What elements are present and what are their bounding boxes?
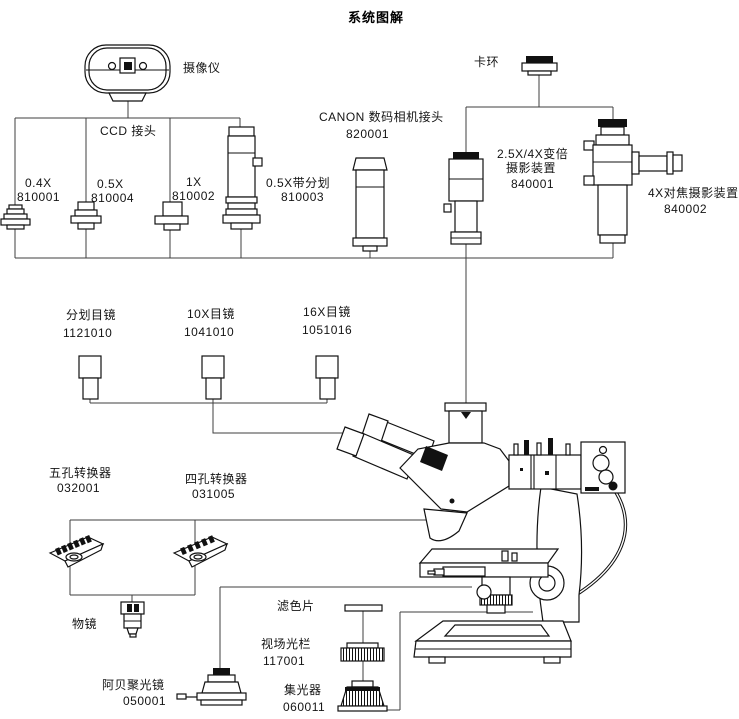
code-field-diaphragm: 117001 [263, 654, 306, 668]
code-adapter-1x: 810002 [172, 189, 216, 203]
nosepiece-4-drawing [172, 535, 229, 568]
code-reticle-eyepiece: 1121010 [63, 326, 113, 340]
label-nosepiece-4: 四孔转换器 [185, 472, 248, 486]
code-adapter-05x-reticle: 810003 [281, 190, 325, 204]
code-zoom-photo-unit: 840001 [511, 177, 555, 191]
field-diaphragm-drawing [340, 642, 385, 662]
label-ccd-mount: CCD 接头 [100, 124, 157, 138]
camera-drawing [84, 44, 171, 102]
code-adapter-04x: 810001 [17, 190, 61, 204]
adapter-05x-drawing [70, 201, 102, 230]
code-canon-adapter: 820001 [346, 127, 390, 141]
canon-adapter-drawing [352, 157, 388, 252]
label-adapter-1x: 1X [186, 175, 202, 189]
code-nosepiece-4: 031005 [192, 487, 236, 501]
objective-drawing [120, 601, 145, 638]
label-objective: 物镜 [72, 617, 98, 631]
label-camera: 摄像仪 [183, 61, 221, 75]
code-collector: 060011 [283, 700, 326, 714]
code-nosepiece-5: 032001 [57, 481, 101, 495]
label-canon-adapter: CANON 数码相机接头 [319, 110, 444, 124]
microscope-drawing [336, 402, 628, 664]
code-eyepiece-16x: 1051016 [302, 323, 353, 337]
collector-drawing [337, 680, 388, 712]
label-focus-photo-unit: 4X对焦摄影装置 [648, 186, 739, 200]
clamp-ring-drawing [521, 56, 558, 76]
label-adapter-04x: 0.4X [25, 176, 52, 190]
label-field-diaphragm: 视场光栏 [261, 637, 312, 651]
eyepiece-10x-drawing [201, 355, 225, 400]
abbe-condenser-drawing [176, 668, 247, 706]
label-adapter-05x: 0.5X [97, 177, 124, 191]
code-adapter-05x: 810004 [91, 191, 135, 205]
adapter-04x-drawing [0, 204, 31, 230]
adapter-05x-reticle-drawing [222, 126, 263, 230]
label-collector: 集光器 [284, 683, 322, 697]
eyepiece-16x-drawing [315, 355, 339, 400]
label-adapter-05x-reticle: 0.5X带分划 [266, 176, 331, 190]
label-zoom-photo-unit-line2: 摄影装置 [506, 161, 557, 175]
code-abbe-condenser: 050001 [123, 694, 167, 708]
label-eyepiece-16x: 16X目镜 [303, 305, 351, 319]
code-focus-photo-unit: 840002 [664, 202, 708, 216]
label-nosepiece-5: 五孔转换器 [49, 466, 112, 480]
page-title: 系统图解 [348, 10, 405, 25]
adapter-1x-drawing [154, 201, 189, 231]
label-clamp-ring: 卡环 [474, 55, 500, 69]
label-eyepiece-10x: 10X目镜 [187, 307, 235, 321]
label-filter: 滤色片 [277, 599, 315, 613]
code-eyepiece-10x: 1041010 [184, 325, 235, 339]
label-abbe-condenser: 阿贝聚光镜 [102, 678, 165, 692]
label-zoom-photo-unit-line1: 2.5X/4X变倍 [497, 147, 569, 161]
focus-photo-unit-drawing [583, 119, 683, 244]
zoom-photo-unit-drawing [443, 152, 484, 245]
label-reticle-eyepiece: 分划目镜 [66, 308, 117, 322]
nosepiece-5-drawing [48, 535, 105, 568]
filter-drawing [344, 604, 383, 612]
reticle-eyepiece-drawing [78, 355, 102, 400]
